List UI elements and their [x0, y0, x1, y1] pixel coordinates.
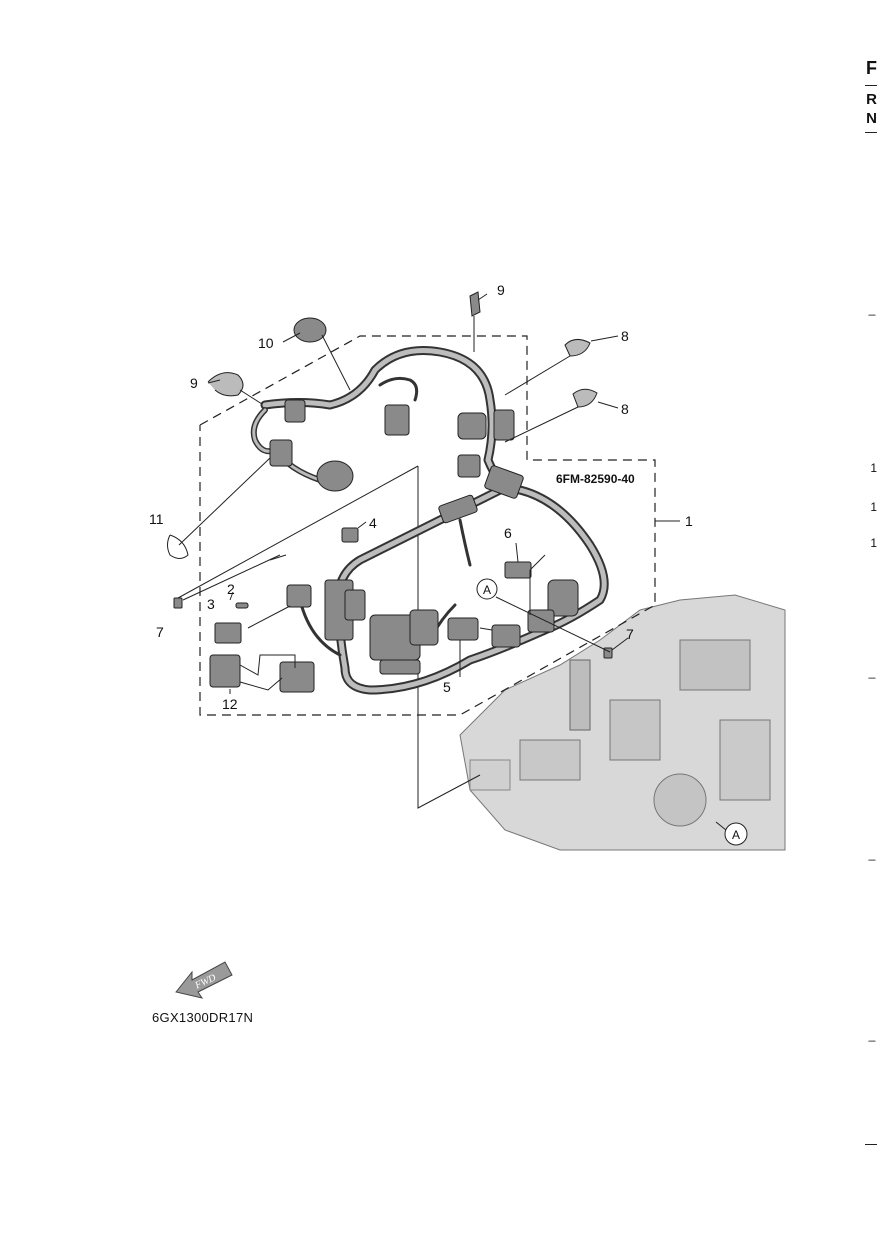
- callout-7-left: 7: [156, 624, 164, 640]
- leader-engine: [417, 466, 481, 809]
- leader-lines: [178, 293, 680, 694]
- callouts: 10 9 9 8 8 1 11 4 6 2 3 7 7 5 12 6FM-825…: [149, 282, 693, 712]
- part-9-clamp-top: [469, 291, 481, 317]
- edge-tick: ---: [868, 310, 876, 321]
- edge-rule: [865, 85, 877, 86]
- edge-tick: ---: [868, 673, 876, 684]
- part-6-connector: [504, 561, 532, 579]
- svg-text:A: A: [732, 828, 740, 842]
- part-number-label: 6FM-82590-40: [556, 472, 635, 486]
- callout-12: 12: [222, 696, 238, 712]
- engine-block: [459, 594, 786, 851]
- callout-11: 11: [149, 511, 164, 527]
- harness-components: [269, 399, 579, 675]
- part-8-clamp-upper: [564, 339, 591, 357]
- edge-line-3: N: [866, 110, 877, 127]
- assembly-outline: [199, 335, 656, 716]
- figure-code: 6GX1300DR17N: [152, 1010, 254, 1025]
- part-8-clamp-lower: [572, 388, 598, 408]
- callout-4: 4: [369, 515, 377, 531]
- fwd-arrow-icon: FWD: [175, 961, 233, 999]
- reference-a-harness: A: [476, 578, 498, 600]
- callout-9-top: 9: [497, 282, 505, 298]
- callout-8-upper: 8: [621, 328, 629, 344]
- part-4-cap: [341, 527, 359, 543]
- part-9-clamp-left: [207, 372, 244, 397]
- callout-5: 5: [443, 679, 451, 695]
- callout-1: 1: [685, 513, 693, 529]
- edge-tick: ---: [868, 855, 876, 866]
- part-12-connector-a: [209, 654, 241, 688]
- loose-parts: [167, 291, 613, 693]
- part-5-connector: [447, 617, 479, 641]
- part-11-tie: [167, 534, 189, 559]
- callout-7-right: 7: [626, 626, 634, 642]
- callout-3: 3: [207, 596, 215, 612]
- callout-9-left: 9: [190, 375, 198, 391]
- edge-number: 1: [870, 536, 877, 550]
- callout-2: 2: [227, 581, 235, 597]
- reference-a-engine: A: [715, 821, 748, 846]
- edge-rule: [865, 1144, 877, 1145]
- edge-header-letter: F: [866, 58, 877, 78]
- svg-text:A: A: [483, 583, 491, 597]
- edge-line-2: R: [866, 91, 877, 108]
- callout-8-lower: 8: [621, 401, 629, 417]
- edge-number: 1: [870, 461, 877, 475]
- callout-10: 10: [258, 335, 274, 351]
- part-10-clamp: [293, 317, 327, 343]
- callout-6: 6: [504, 525, 512, 541]
- part-7-bolt-left: [173, 597, 183, 609]
- edge-rule: [865, 132, 877, 133]
- part-3-connector: [214, 622, 242, 644]
- part-12-connector-b: [279, 661, 315, 693]
- edge-tick: ---: [868, 1036, 876, 1047]
- part-2-pin: [235, 602, 249, 609]
- edge-number: 1: [870, 500, 877, 514]
